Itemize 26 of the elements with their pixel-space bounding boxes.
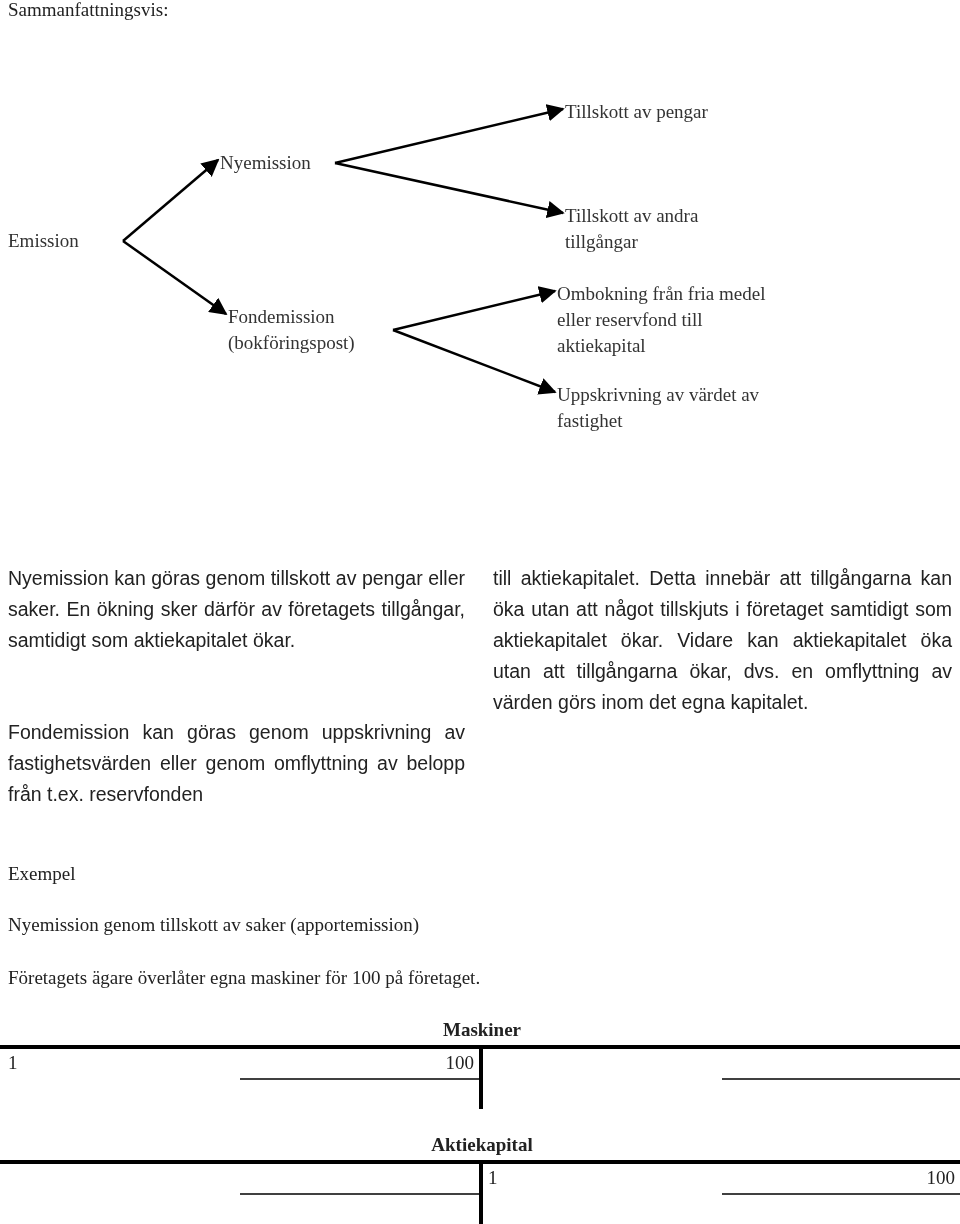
arrow [392, 286, 557, 332]
node-label: Ombokning från fria medel eller reservfond till aktiekapital [557, 281, 768, 359]
amount: 100 [445, 1051, 474, 1075]
account-title: Maskiner [442, 1018, 522, 1042]
text-line: Företagets ägare överlåter egna maskiner för 100 på företaget. [8, 966, 481, 990]
entry-number: 1 [8, 1051, 18, 1075]
arrow [334, 161, 565, 219]
node-label: Tillskott av andra tillgångar [565, 203, 746, 255]
heading: Sammanfattningsvis: [8, 0, 169, 22]
amount: 100 [926, 1166, 955, 1190]
paragraph: till aktiekapitalet. Detta innebär att tillgångarna kan öka utan att något tillskjuts i företaget samtidigt som aktiekapitalet ökar. Vidare kan aktiekapitalet öka utan att tillgångarna ökar, dvs. en omflyttning av värden görs inom det egna kapitalet. [493, 566, 952, 715]
entry-number: 1 [488, 1166, 498, 1190]
paragraph: Nyemission kan göras genom tillskott av pengar eller saker. En ökning sker därför av företagets tillgångar, samtidigt som aktiekapitalet ökar. [8, 566, 465, 653]
node-label: Emission [8, 228, 119, 254]
section-heading: Exempel [8, 862, 76, 886]
arrow [392, 328, 557, 395]
arrow [122, 239, 228, 316]
node-label: Fondemission (bokföringspost) [228, 304, 389, 356]
text-line: Nyemission genom tillskott av saker (apportemission) [8, 913, 420, 937]
account-title: Aktiekapital [431, 1133, 533, 1157]
arrow [122, 158, 220, 242]
node-label: Tillskott av pengar [565, 99, 746, 125]
node-label: Uppskrivning av värdet av fastighet [557, 382, 778, 434]
node-label: Nyemission [220, 150, 331, 176]
arrow [334, 104, 565, 165]
paragraph: Fondemission kan göras genom uppskrivning av fastighetsvärden eller genom omflyttning av belopp från t.ex. reservfonden [8, 720, 465, 807]
